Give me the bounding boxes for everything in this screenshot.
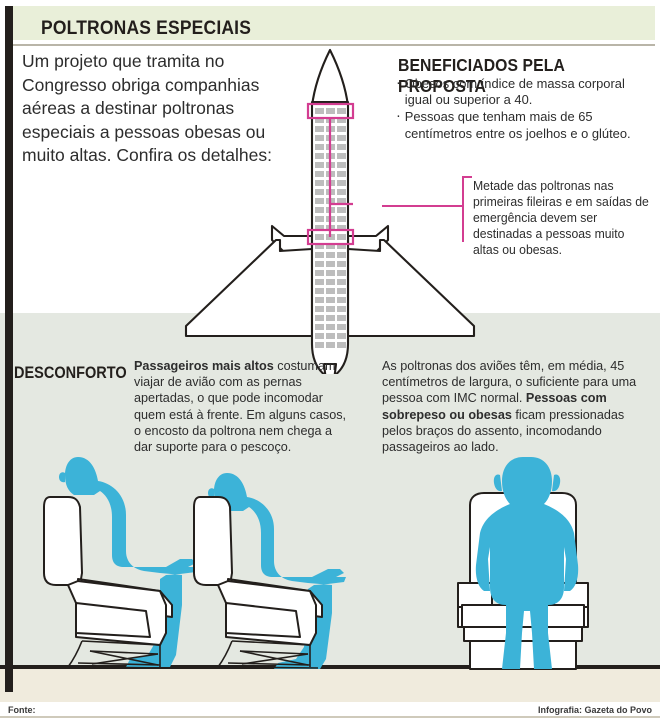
callout-elbow <box>462 176 472 178</box>
footer-divider <box>0 716 660 718</box>
page-title: POLTRONAS ESPECIAIS <box>41 18 252 39</box>
front-view-passenger <box>457 457 589 670</box>
desconforto-body: Passageiros mais altos costumam viajar d… <box>134 358 352 455</box>
airline-seat-left <box>43 496 173 646</box>
left-spine <box>5 6 13 692</box>
largura-body: As poltronas dos aviões têm, em média, 4… <box>382 358 649 455</box>
background-footer <box>0 702 660 727</box>
largura-bold: Pessoas com sobrepeso ou obesas <box>382 390 607 422</box>
largura-part1: As poltronas dos aviões têm, em média, 4… <box>382 358 637 406</box>
source-label: Fonte: <box>8 705 36 715</box>
header-divider <box>13 44 655 46</box>
intro-paragraph: Um projeto que tramita no Congresso obri… <box>22 51 272 165</box>
seat-frame-right <box>217 640 319 669</box>
desconforto-label: DESCONFORTO <box>14 364 127 382</box>
floor-line <box>0 665 660 669</box>
credit-label: Infografia: Gazeta do Povo <box>537 705 652 715</box>
callout-text: Metade das poltronas nas primeiras filei… <box>473 179 649 257</box>
passenger-silhouette-front <box>475 457 579 669</box>
beneficiados-list: Obesos com índice de massa corporal igua… <box>396 75 658 143</box>
largura-part2: ficam pressionadas pelos braços do assen… <box>382 406 625 455</box>
desconforto-rest: costumam viajar de avião com as pernas a… <box>134 358 347 455</box>
seat-frame-left <box>67 640 169 669</box>
list-item: Obesos com índice de massa corporal igua… <box>396 75 650 108</box>
title-bar: POLTRONAS ESPECIAIS <box>13 6 655 40</box>
highlight-rows <box>306 102 355 246</box>
airplane-diagram <box>184 48 476 374</box>
callout-bar <box>462 176 464 242</box>
airline-seat-right <box>193 496 323 646</box>
list-item: Pessoas que tenham mais de 65 centímetro… <box>396 108 650 141</box>
background-floor <box>0 669 660 702</box>
desconforto-lead: Passageiros mais altos <box>134 358 274 373</box>
side-view-passengers <box>43 457 346 669</box>
callout-leader-line <box>382 205 462 207</box>
